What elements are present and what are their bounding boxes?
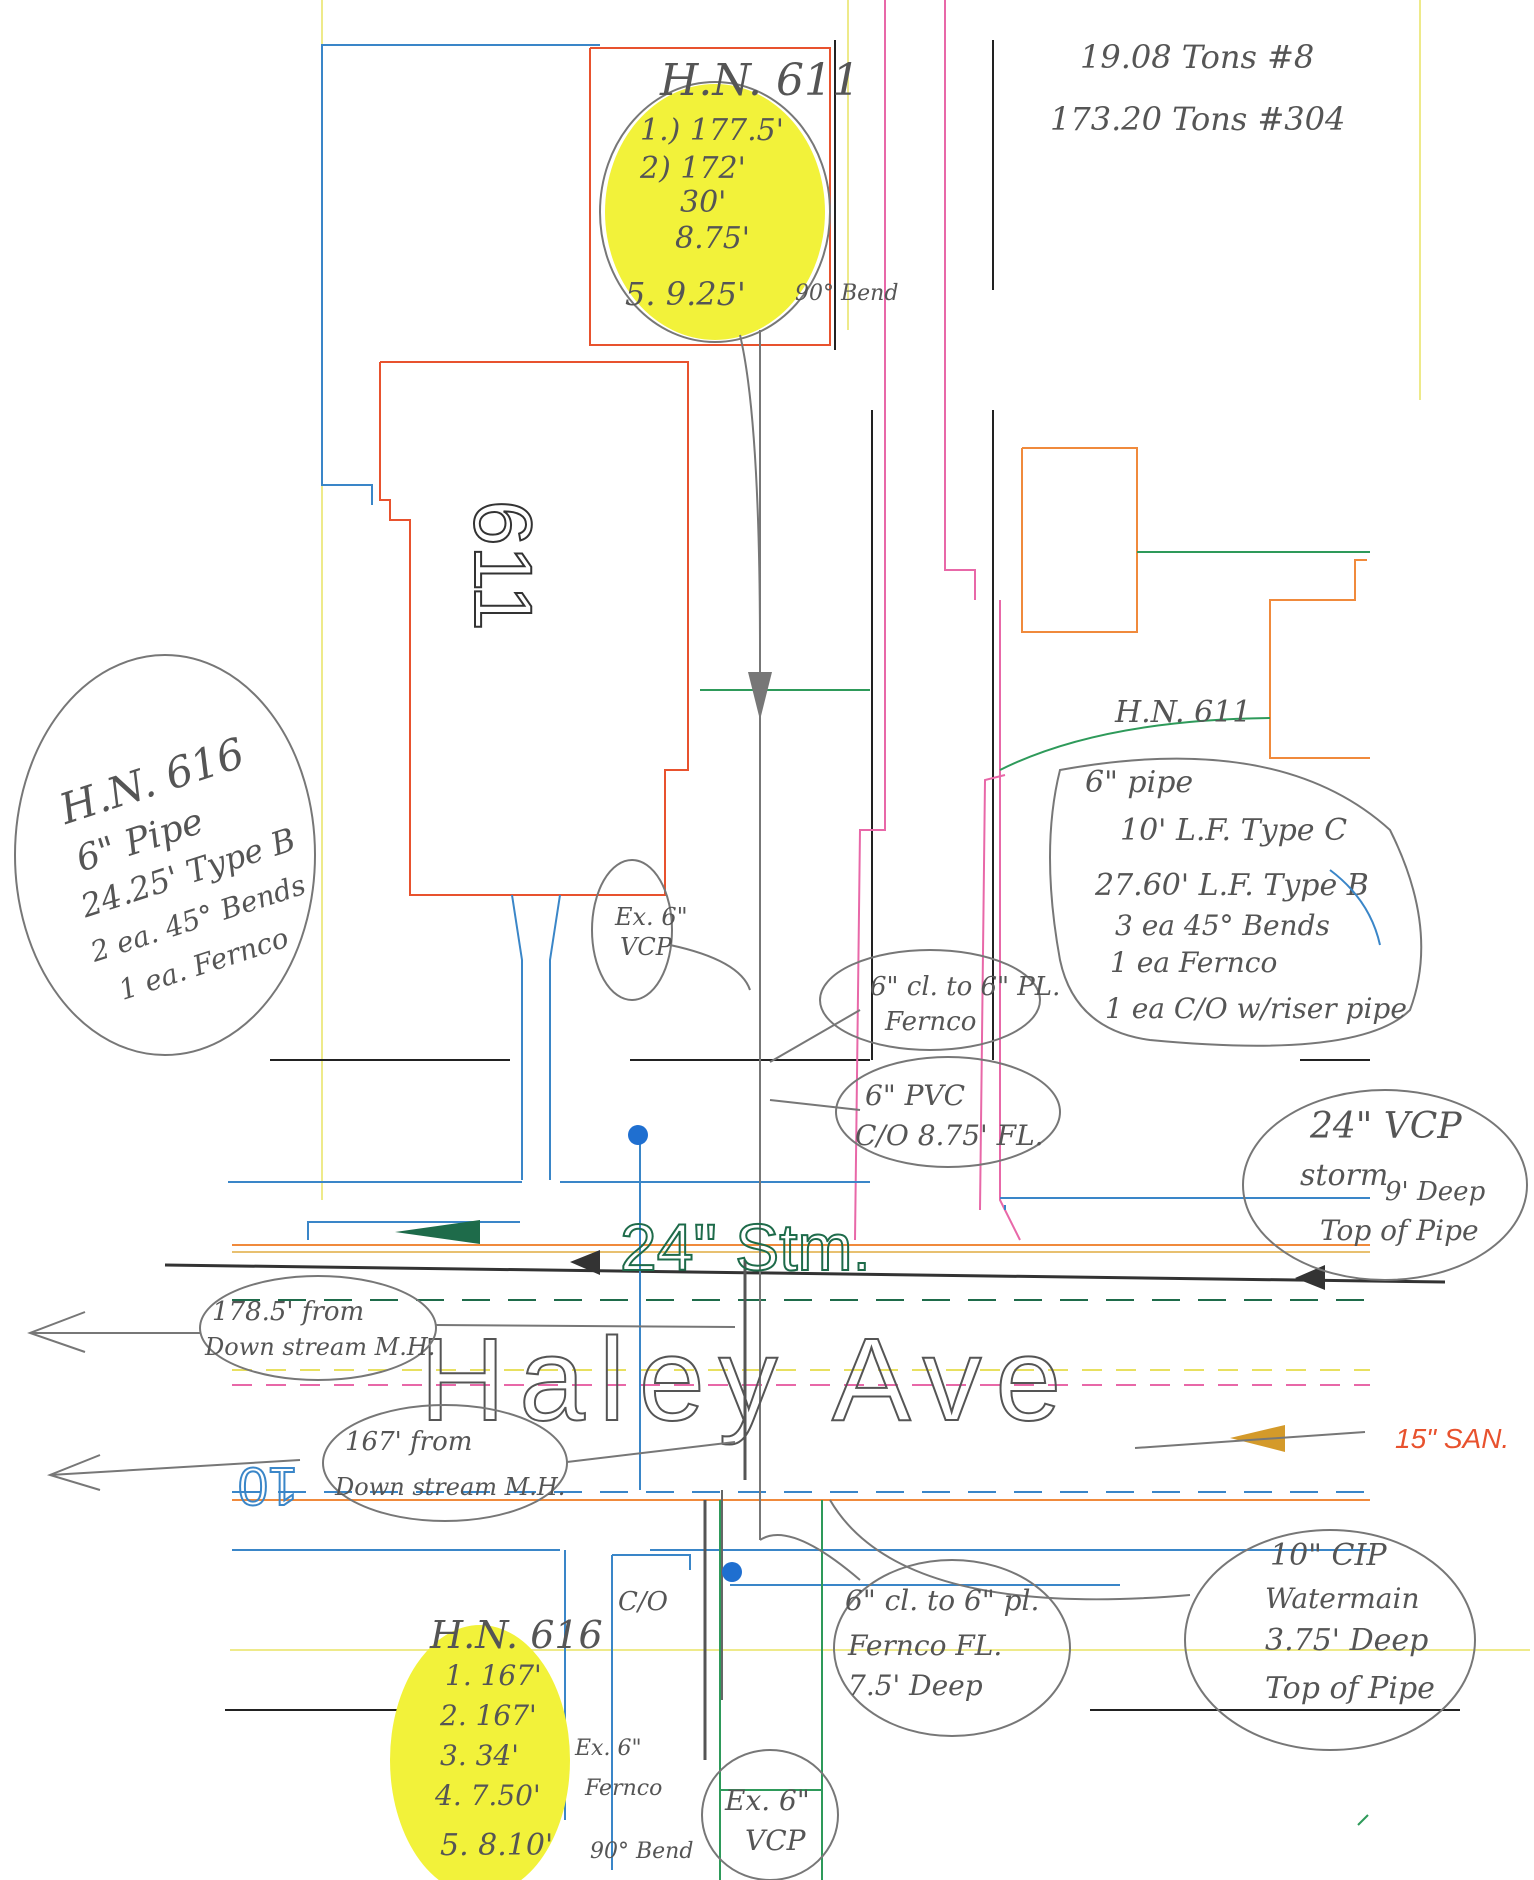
top-note-2: 173.20 Tons #304 xyxy=(1050,100,1345,138)
stray-mark xyxy=(1357,1814,1369,1826)
hn611-right-note: H.N. 611 6" pipe 10' L.F. Type C 27.60' … xyxy=(1049,695,1423,1047)
hn616-bottom-line-5: 5. 8.10' xyxy=(440,1828,553,1863)
callout-cl-fernco-top: 6" cl. to 6" PL. Fernco xyxy=(769,949,1060,1063)
callout-ex-vcp-top: Ex. 6" VCP xyxy=(591,859,751,1001)
hn611-right-line-6: 1 ea C/O w/riser pipe xyxy=(1105,992,1407,1025)
sewer-flow-arrow-left xyxy=(570,1250,600,1275)
hn616-bottom-line-3: 3. 34' xyxy=(440,1739,519,1772)
watermain-line-1: 10" CIP xyxy=(1270,1538,1387,1573)
callout-pvc-co: 6" PVC C/O 8.75' FL. xyxy=(769,1056,1061,1168)
sanitary-label: 15" SAN. xyxy=(1395,1423,1509,1454)
from-mh-1-line-2: Down stream M.H. xyxy=(204,1333,435,1361)
cl-fernco-top-line-1: 6" cl. to 6" PL. xyxy=(870,972,1060,1002)
cl-fernco-bottom-line-3: 7.5' Deep xyxy=(848,1669,983,1702)
storm-24-line-1: 24" VCP xyxy=(1309,1106,1462,1147)
manhole-marker-bottom xyxy=(722,1562,742,1582)
ex-vcp-bottom-line-1: Ex. 6" xyxy=(724,1784,810,1817)
cl-fernco-bottom-line-1: 6" cl. to 6" pl. xyxy=(845,1584,1039,1617)
from-mh-2-line-1: 167' from xyxy=(345,1427,472,1457)
callout-watermain: 10" CIP Watermain 3.75' Deep Top of Pipe xyxy=(829,1499,1476,1751)
hn616-left-note: H.N. 616 6" Pipe 24.25' Type B 2 ea. 45°… xyxy=(14,654,316,1056)
hn611-top-line-3: 30' xyxy=(680,185,726,220)
hn611-top-title: H.N. 611 xyxy=(659,55,860,106)
hn616-bottom-title: H.N. 616 xyxy=(429,1613,603,1657)
hn611-top-note: H.N. 611 1.) 177.5' 2) 172' 30' 8.75' 5.… xyxy=(599,55,898,651)
highlight-blob-bottom xyxy=(390,1625,570,1880)
storm-24-line-3: 9' Deep xyxy=(1385,1177,1486,1207)
water-label: 10 xyxy=(238,1456,298,1516)
hn611-right-line-5: 1 ea Fernco xyxy=(1110,946,1277,979)
ex-vcp-top-line-1: Ex. 6" xyxy=(614,903,688,931)
callout-ex-vcp-bottom: Ex. 6" VCP xyxy=(701,1749,839,1880)
highlight-blob-top xyxy=(605,84,825,340)
hn616-bottom-note: H.N. 616 1. 167' 2. 167' 3. 34' 4. 7.50'… xyxy=(390,1613,693,1880)
downstream-arrows xyxy=(27,1311,1366,1491)
callout-cl-fernco-bottom: 6" cl. to 6" pl. Fernco FL. 7.5' Deep xyxy=(759,1534,1071,1737)
callout-from-mh-2: 167' from Down stream M.H. xyxy=(322,1404,736,1522)
hn611-right-line-4: 3 ea 45° Bends xyxy=(1115,909,1330,942)
ex-vcp-bottom-line-2: VCP xyxy=(745,1824,807,1857)
hn611-right-line-3: 27.60' L.F. Type B xyxy=(1094,868,1369,903)
hn616-bottom-side-1: Ex. 6" xyxy=(574,1736,642,1761)
hn616-bottom-line-1: 1. 167' xyxy=(445,1659,542,1692)
lot-number: 611 xyxy=(457,500,548,631)
sewer-flow-arrow-right xyxy=(1295,1265,1325,1290)
street-name: Haley Ave xyxy=(420,1314,1075,1446)
storm-label: 24" Stm. xyxy=(620,1210,871,1284)
storm-flow-arrow xyxy=(395,1220,480,1244)
watermain-line-2: Watermain xyxy=(1265,1582,1419,1615)
hn611-top-line-5: 5. 9.25' xyxy=(625,275,746,313)
hn616-bottom-side-3: 90° Bend xyxy=(590,1839,693,1864)
manhole-marker-top xyxy=(628,1125,648,1145)
callout-from-mh-1: 178.5' from Down stream M.H. xyxy=(199,1275,736,1381)
storm-24-line-4: Top of Pipe xyxy=(1320,1214,1479,1247)
pvc-co-line-2: C/O 8.75' FL. xyxy=(855,1119,1044,1152)
cl-fernco-top-line-2: Fernco xyxy=(884,1007,976,1037)
top-note-1: 19.08 Tons #8 xyxy=(1080,38,1314,76)
hn616-bottom-side-2: Fernco xyxy=(584,1776,662,1801)
service-arrow-down xyxy=(748,672,772,720)
hn611-right-line-1: 6" pipe xyxy=(1085,765,1193,800)
watermain-line-3: 3.75' Deep xyxy=(1265,1623,1428,1658)
hn611-right-line-2: 10' L.F. Type C xyxy=(1120,813,1347,848)
hn616-bottom-line-2: 2. 167' xyxy=(439,1699,537,1732)
hn611-top-side-label: 90° Bend xyxy=(795,281,898,306)
hn611-top-line-1: 1.) 177.5' xyxy=(640,113,784,148)
ex-vcp-top-line-2: VCP xyxy=(620,933,673,961)
hn611-top-line-4: 8.75' xyxy=(675,221,750,256)
watermain-line-4: Top of Pipe xyxy=(1265,1671,1435,1706)
hn616-bottom-line-4: 4. 7.50' xyxy=(434,1779,541,1812)
callout-storm-24: 24" VCP storm 9' Deep Top of Pipe xyxy=(1242,1089,1528,1281)
from-mh-1-line-1: 178.5' from xyxy=(212,1297,364,1327)
cl-fernco-bottom-line-2: Fernco FL. xyxy=(847,1629,1002,1662)
storm-24-line-2: storm xyxy=(1300,1158,1388,1193)
pvc-co-line-1: 6" PVC xyxy=(865,1079,965,1112)
hn611-right-title: H.N. 611 xyxy=(1114,695,1251,730)
co-label: C/O xyxy=(618,1587,668,1617)
from-mh-2-line-2: Down stream M.H. xyxy=(334,1473,565,1501)
hn611-top-line-2: 2) 172' xyxy=(639,151,746,186)
